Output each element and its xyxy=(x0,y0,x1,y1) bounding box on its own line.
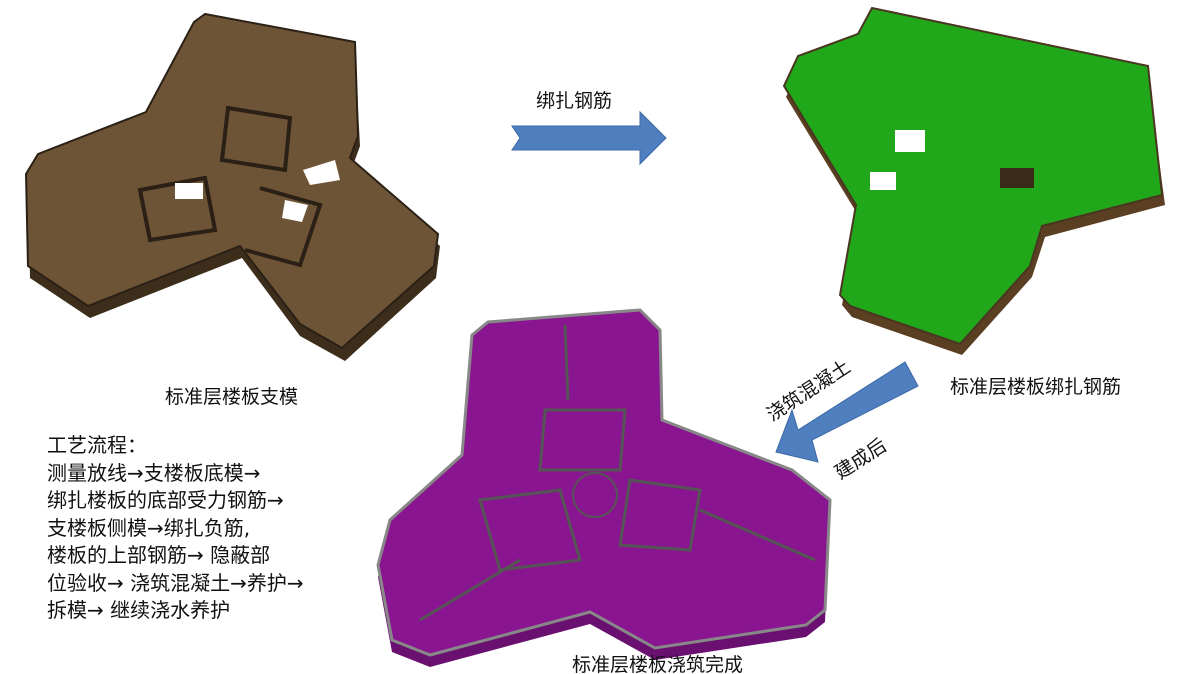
arrow-right-icon xyxy=(511,110,667,166)
formwork-stage-label: 标准层楼板支模 xyxy=(165,386,299,408)
process-line: 绑扎楼板的底部受力钢筋→ xyxy=(47,488,284,512)
process-line: 支楼板侧模→绑扎负筋, xyxy=(47,515,251,540)
pour-stage-label: 标准层楼板浇筑完成 xyxy=(572,654,744,674)
process-line: 位验收→ 浇筑混凝土→养护→ xyxy=(47,570,304,595)
process-title: 工艺流程： xyxy=(47,433,147,457)
formwork-slab-model xyxy=(24,12,440,361)
concrete-slab-model xyxy=(376,308,832,667)
process-line: 拆模→ 继续浇水养护 xyxy=(47,598,231,622)
arrow-down-left-icon xyxy=(775,361,919,463)
process-line: 测量放线→支楼板底模→ xyxy=(47,460,261,485)
arrow1-label: 绑扎钢筋 xyxy=(536,90,613,112)
rebar-slab-model xyxy=(782,6,1165,355)
process-flow-text: 工艺流程： 测量放线→支楼板底模→ 绑扎楼板的底部受力钢筋→ 支楼板侧模→绑扎负… xyxy=(47,432,304,625)
process-line: 楼板的上部钢筋→ 隐蔽部 xyxy=(47,543,271,567)
rebar-stage-label: 标准层楼板绑扎钢筋 xyxy=(950,376,1122,398)
